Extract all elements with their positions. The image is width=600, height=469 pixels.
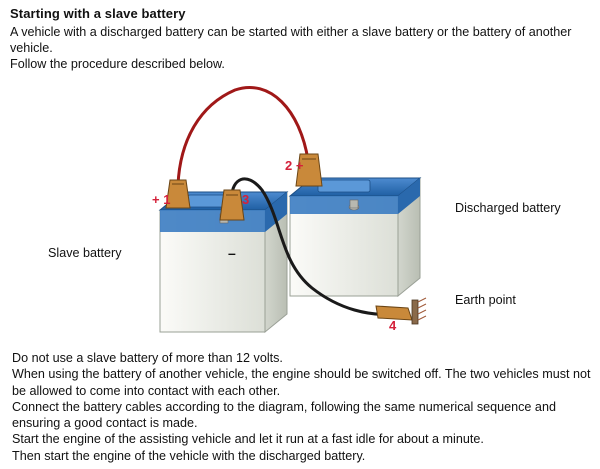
page-title: Starting with a slave battery [10,6,186,21]
clamp-3 [219,189,245,221]
marker-2: 2 + [285,158,304,173]
instruction-line: Connect the battery cables according to … [12,399,556,431]
instruction-line: Do not use a slave battery of more than … [12,351,283,365]
instructions: Do not use a slave battery of more than … [12,350,592,464]
minus-marker: – [228,245,236,261]
intro-line: A vehicle with a discharged battery can … [10,25,572,55]
slave-battery-label: Slave battery [48,246,122,260]
clamp-1 [165,179,191,209]
earth-point-bracket [411,297,427,325]
negative-cable [230,177,395,316]
discharged-battery-label: Discharged battery [455,201,561,215]
marker-4: 4 [389,318,397,333]
clamp-2 [295,153,323,187]
positive-cable [176,86,310,186]
marker-1: + 1 [152,192,170,207]
earth-point-label: Earth point [455,293,516,307]
intro-line: Follow the procedure described below. [10,57,225,71]
intro-text: A vehicle with a discharged battery can … [10,24,595,72]
marker-3: 3 [242,192,249,207]
instruction-line: Then start the engine of the vehicle wit… [12,448,366,463]
instruction-line: When using the battery of another vehicl… [12,367,591,398]
instruction-line: Start the engine of the assisting vehicl… [12,432,484,447]
discharged-battery [288,176,422,298]
